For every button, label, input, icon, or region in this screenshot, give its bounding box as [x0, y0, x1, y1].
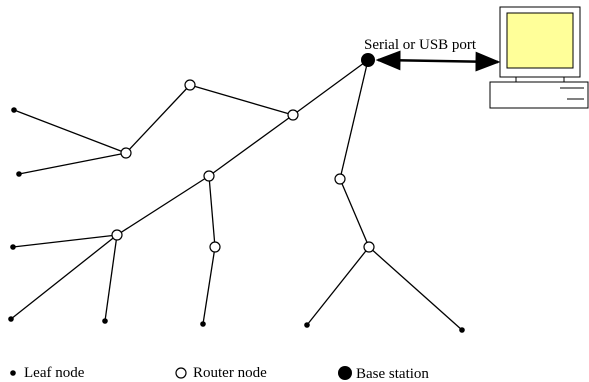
legend-base-label: Base station	[356, 366, 429, 382]
legend-router-label: Router node	[193, 365, 267, 381]
leaf-node	[8, 316, 14, 322]
router-node	[363, 241, 375, 253]
router-node	[209, 241, 221, 253]
leaf-node	[304, 322, 310, 328]
router-node	[203, 170, 215, 182]
leaf-node	[10, 244, 16, 250]
leaf-node	[102, 318, 108, 324]
legend-router-symbol	[175, 367, 187, 379]
serial-usb-link-arrow	[375, 50, 501, 72]
edge	[12, 234, 118, 248]
edge	[189, 84, 294, 116]
edge	[339, 59, 369, 180]
network-edges	[10, 59, 463, 331]
edge	[208, 175, 216, 248]
edge	[306, 246, 370, 326]
legend: Leaf node Router node Base station	[10, 365, 429, 382]
computer-icon	[489, 6, 589, 109]
router-node	[334, 173, 346, 185]
router-node	[111, 229, 123, 241]
edge	[202, 246, 216, 325]
leaf-node	[11, 107, 17, 113]
edge	[125, 84, 191, 154]
base-station-node	[361, 53, 375, 67]
router-node	[120, 147, 132, 159]
leaf-node	[200, 321, 206, 327]
edge	[208, 114, 294, 177]
edge	[13, 109, 127, 154]
legend-leaf-symbol	[10, 370, 16, 376]
edge	[104, 234, 118, 322]
edge	[292, 59, 369, 116]
leaf-nodes	[8, 107, 465, 333]
edge	[339, 178, 370, 248]
edge	[10, 234, 118, 320]
router-nodes	[111, 79, 375, 253]
edge	[116, 175, 210, 236]
leaf-node	[459, 327, 465, 333]
router-node	[287, 109, 299, 121]
edge	[18, 152, 127, 175]
leaf-node	[16, 171, 22, 177]
router-node	[184, 79, 196, 91]
edge	[368, 246, 463, 331]
legend-leaf-label: Leaf node	[24, 365, 85, 381]
legend-base-symbol	[338, 366, 352, 380]
port-label: Serial or USB port	[364, 37, 477, 53]
